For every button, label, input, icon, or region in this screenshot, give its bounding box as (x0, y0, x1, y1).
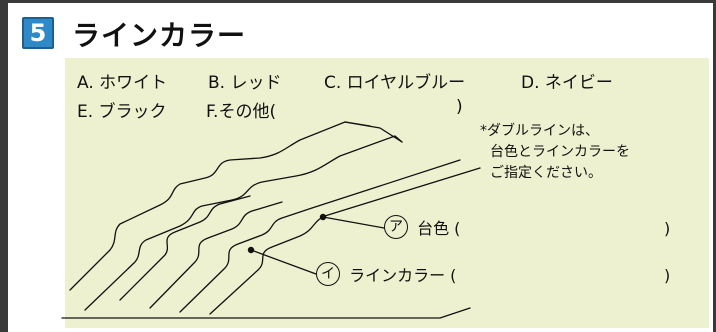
stripe-outer-bottom (84, 135, 403, 311)
option-red[interactable]: B. レッド (208, 73, 282, 93)
option-black[interactable]: E. ブラック (77, 102, 167, 122)
section-title: ラインカラー (72, 19, 247, 52)
option-other[interactable]: F.その他( (206, 102, 277, 122)
leader-b (250, 249, 317, 275)
stripe-bottom-edge (61, 307, 471, 319)
left-bar (0, 0, 8, 332)
option-navy[interactable]: D. ネイビー (521, 73, 613, 93)
mark-a: ア (384, 215, 408, 239)
ribbon-1 (119, 195, 251, 301)
top-rule (0, 0, 716, 3)
ribbon-2 (149, 201, 283, 309)
right-rule (713, 0, 716, 332)
line-color-close: ) (664, 266, 671, 285)
option-other-close: ) (456, 97, 463, 117)
section-number-badge: 5 (22, 17, 54, 49)
double-line-note: *ダブルラインは、 台色とラインカラーを ご指定ください。 (480, 121, 710, 184)
note-line-1: *ダブルラインは、 (480, 123, 599, 139)
option-royal-blue[interactable]: C. ロイヤルブルー (324, 73, 466, 93)
base-color-close: ) (664, 219, 671, 238)
stripe-outer-top (69, 121, 371, 291)
note-line-2: 台色とラインカラーを (490, 144, 630, 160)
line-color-label: ラインカラー ( (349, 266, 457, 285)
mark-b: イ (316, 262, 340, 286)
note-line-3: ご指定ください。 (490, 165, 602, 181)
leader-a (322, 216, 385, 229)
callout-base-color: ア 台色 ( (384, 215, 460, 239)
ribbon-3 (179, 159, 461, 313)
option-white[interactable]: A. ホワイト (77, 73, 168, 93)
stripe-right-end (344, 121, 403, 143)
leader-a-dot (319, 213, 327, 221)
callout-line-color: イ ラインカラー ( (316, 262, 456, 286)
ribbon-4 (209, 167, 481, 315)
base-color-label: 台色 ( (417, 219, 461, 238)
leader-b-dot (247, 246, 255, 254)
